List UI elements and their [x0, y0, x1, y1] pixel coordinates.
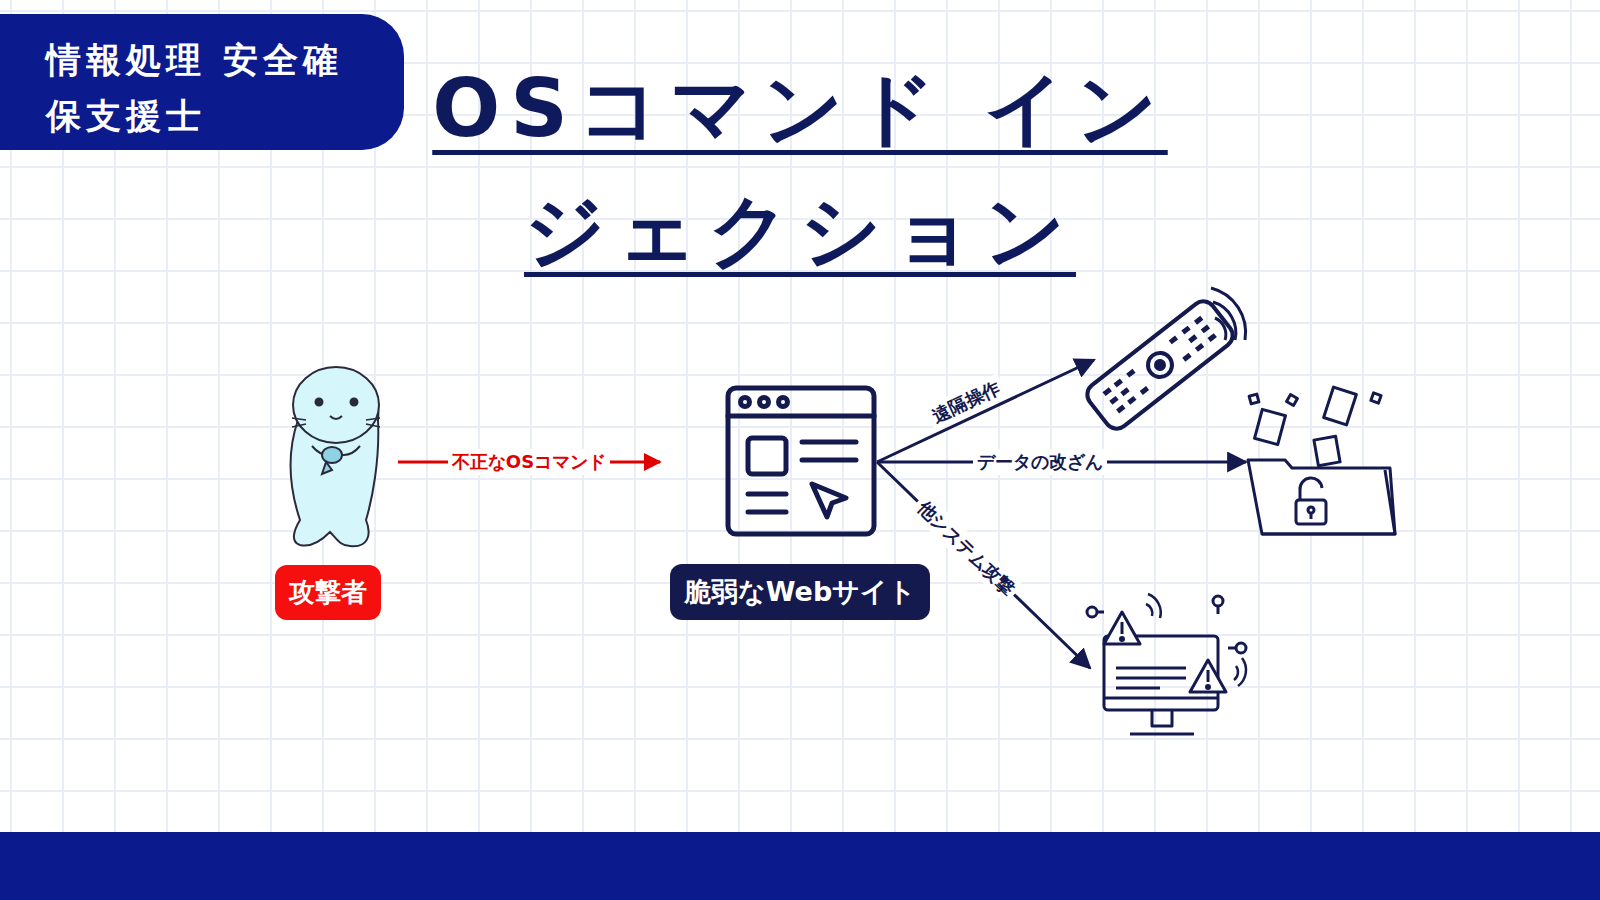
remote-icon	[1083, 288, 1246, 434]
arrow-label: 遠隔操作	[924, 373, 1007, 430]
bottom-bar	[0, 832, 1600, 900]
website-node: 脆弱なWebサイト	[660, 386, 940, 620]
effect-arrows	[877, 360, 1246, 668]
node-text: 脆弱なWebサイト	[670, 564, 930, 620]
attacker-node: 攻撃者	[268, 362, 388, 620]
monitor-icon	[1087, 594, 1246, 734]
folder-icon	[1248, 387, 1395, 534]
seal-illustration	[291, 367, 380, 546]
edge-label: 不正なOSコマンド	[448, 449, 610, 475]
browser-icon	[728, 388, 874, 534]
certificate-badge: 情報処理 安全確保支援士	[0, 14, 404, 150]
node-text: 情報処理 安全確保支援士	[46, 32, 376, 144]
diagram-title: OSコマンド インジェクション	[400, 48, 1200, 292]
arrow-label: データの改ざん	[973, 449, 1107, 475]
node-text: 攻撃者	[275, 565, 381, 620]
